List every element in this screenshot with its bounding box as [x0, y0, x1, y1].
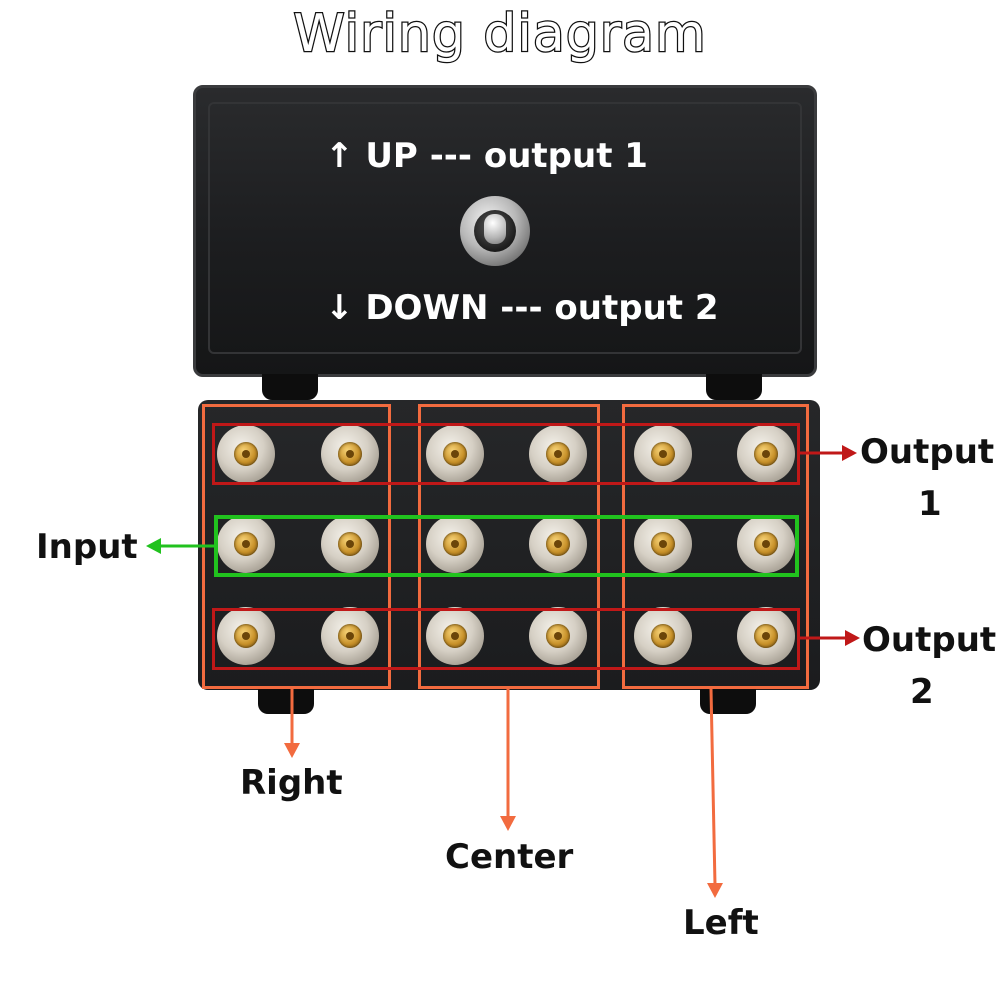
- left-channel-label: Left: [683, 903, 759, 943]
- output-2-label: Output: [862, 620, 997, 660]
- right-arrow-head: [284, 743, 300, 758]
- top-unit-foot-right: [706, 374, 762, 400]
- binding-post[interactable]: [321, 425, 379, 483]
- input-label: Input: [36, 527, 138, 567]
- output-2-row-box: [212, 608, 800, 670]
- rear-terminal-panel: [198, 400, 820, 690]
- input-arrow-head: [146, 538, 161, 554]
- output-2-number: 2: [910, 672, 934, 712]
- binding-post[interactable]: [217, 607, 275, 665]
- center-channel-label: Center: [445, 837, 574, 877]
- bottom-unit-foot-right: [700, 688, 756, 714]
- center-channel-box: [418, 404, 600, 689]
- output-2-arrow-head: [845, 630, 860, 646]
- binding-post[interactable]: [737, 515, 795, 573]
- toggle-switch-lever[interactable]: [484, 214, 506, 244]
- left-arrow-line: [709, 688, 717, 886]
- left-arrow-head: [707, 883, 723, 898]
- binding-post[interactable]: [426, 607, 484, 665]
- input-row-box: [214, 515, 799, 577]
- right-channel-label: Right: [240, 763, 343, 803]
- binding-post[interactable]: [321, 607, 379, 665]
- center-arrow-head: [500, 816, 516, 831]
- output-1-label: Output: [860, 432, 995, 472]
- switch-unit-bezel: [208, 102, 802, 354]
- output-1-arrow-head: [842, 445, 857, 461]
- binding-post[interactable]: [426, 425, 484, 483]
- binding-post[interactable]: [634, 425, 692, 483]
- binding-post[interactable]: [529, 515, 587, 573]
- output-1-row-box: [212, 423, 800, 485]
- diagram-title: Wiring diagram: [292, 3, 707, 66]
- binding-post[interactable]: [217, 425, 275, 483]
- binding-post[interactable]: [529, 607, 587, 665]
- binding-post[interactable]: [217, 515, 275, 573]
- top-unit-foot-left: [262, 374, 318, 400]
- left-channel-box: [622, 404, 809, 689]
- binding-post[interactable]: [634, 607, 692, 665]
- bottom-unit-foot-left: [258, 688, 314, 714]
- binding-post[interactable]: [426, 515, 484, 573]
- up-position-label: ↑ UP --- output 1: [325, 136, 648, 176]
- binding-post[interactable]: [634, 515, 692, 573]
- binding-post[interactable]: [737, 607, 795, 665]
- output-1-number: 1: [918, 484, 942, 524]
- binding-post[interactable]: [737, 425, 795, 483]
- binding-post[interactable]: [321, 515, 379, 573]
- binding-post[interactable]: [529, 425, 587, 483]
- down-position-label: ↓ DOWN --- output 2: [325, 288, 719, 328]
